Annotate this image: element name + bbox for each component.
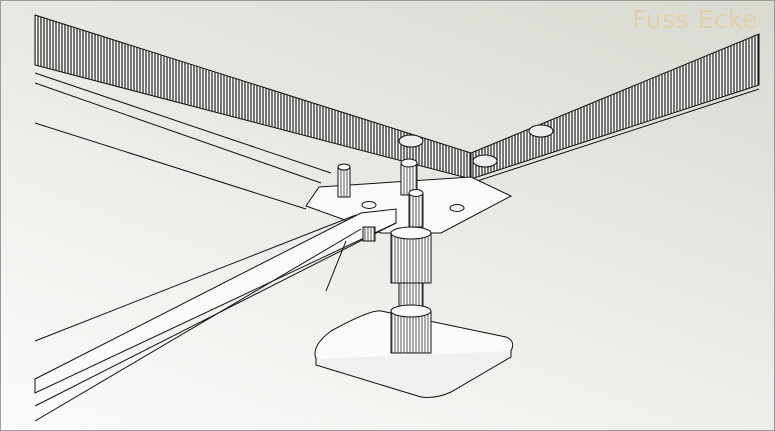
foot-post-lower xyxy=(390,310,432,354)
wall-right xyxy=(470,33,760,180)
pin xyxy=(408,192,424,228)
drawing-title: Fuss Ecke xyxy=(632,5,758,34)
beam xyxy=(34,208,397,394)
wall-left xyxy=(34,14,472,180)
pin xyxy=(337,166,351,198)
foot-post-upper xyxy=(390,232,432,284)
